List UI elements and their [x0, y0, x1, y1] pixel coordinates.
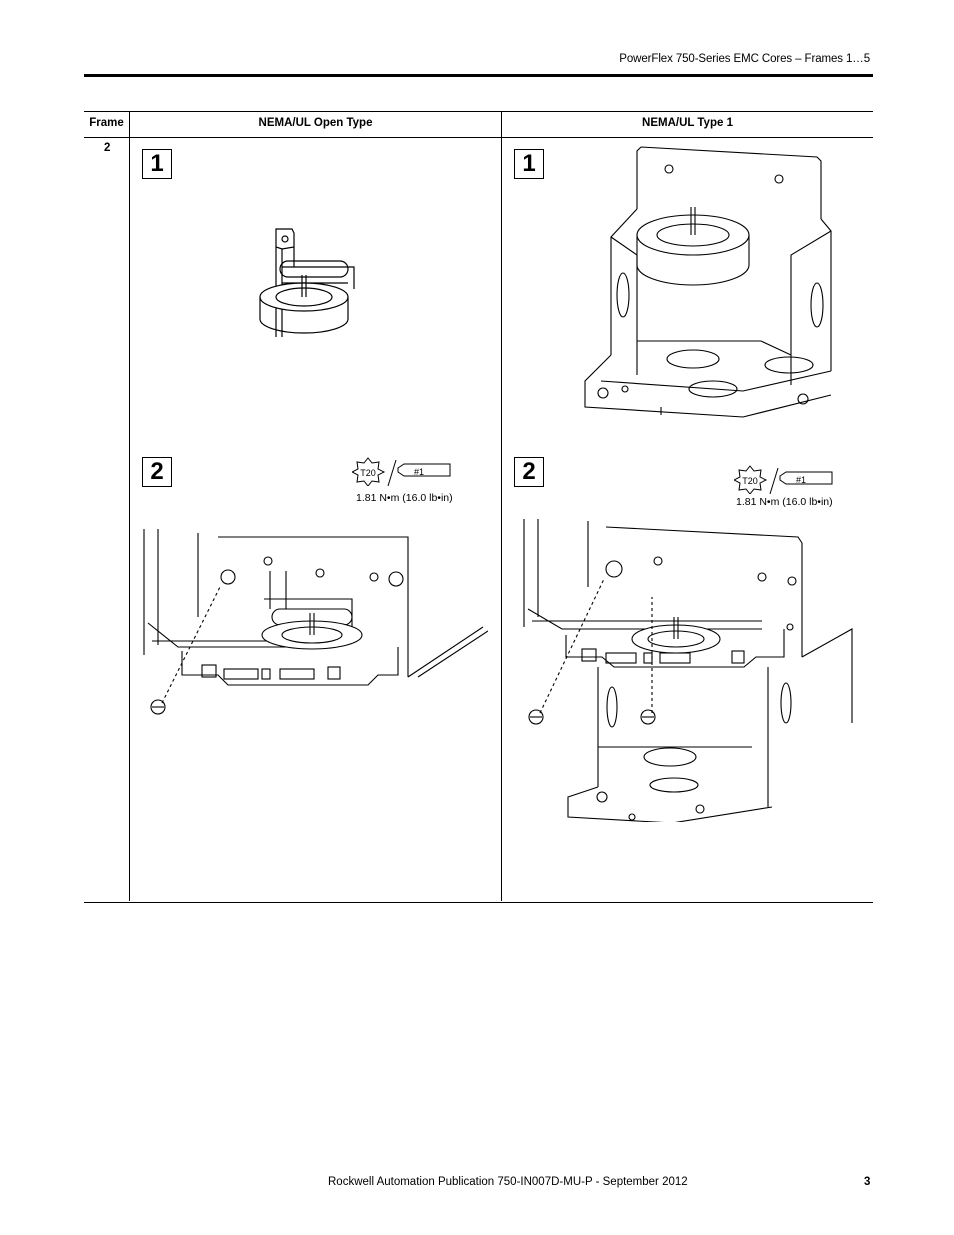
- page-number: 3: [864, 1176, 871, 1188]
- torx-screwdriver-icon: T20 #1: [352, 457, 451, 486]
- step-2-type1: 2: [514, 457, 544, 487]
- torx-screwdriver-icon: T20 #1: [734, 465, 833, 494]
- frame-number: 2: [104, 142, 111, 154]
- column-divider-frame: [129, 112, 130, 901]
- step-1-open: 1: [142, 149, 172, 179]
- header-row-divider: [84, 137, 873, 138]
- torx-bit-label: T20: [360, 468, 376, 478]
- core-install-type1-drawing: [523, 519, 853, 822]
- instruction-table: Frame NEMA/UL Open Type NEMA/UL Type 1 2…: [84, 111, 873, 903]
- column-header-type1: NEMA/UL Type 1: [642, 117, 733, 129]
- torx-bit-label: T20: [742, 476, 758, 486]
- column-header-open-type: NEMA/UL Open Type: [258, 117, 373, 129]
- column-header-frame: Frame: [89, 117, 124, 129]
- torque-spec-open: 1.81 N•m (16.0 lb•in): [356, 492, 453, 504]
- step-1-type1: 1: [514, 149, 544, 179]
- driver-size-label: #1: [414, 467, 424, 477]
- emc-core-bracket-drawing: [259, 228, 355, 337]
- header-rule: [84, 74, 873, 77]
- core-in-conduit-box-drawing: [584, 146, 832, 418]
- driver-size-label: #1: [796, 475, 806, 485]
- torque-spec-type1: 1.81 N•m (16.0 lb•in): [736, 496, 833, 508]
- core-install-open-chassis-drawing: [143, 529, 488, 715]
- column-divider-open-type1: [501, 112, 502, 901]
- page-header-title: PowerFlex 750-Series EMC Cores – Frames …: [619, 53, 870, 65]
- footer-publication: Rockwell Automation Publication 750-IN00…: [328, 1176, 688, 1188]
- step-2-open: 2: [142, 457, 172, 487]
